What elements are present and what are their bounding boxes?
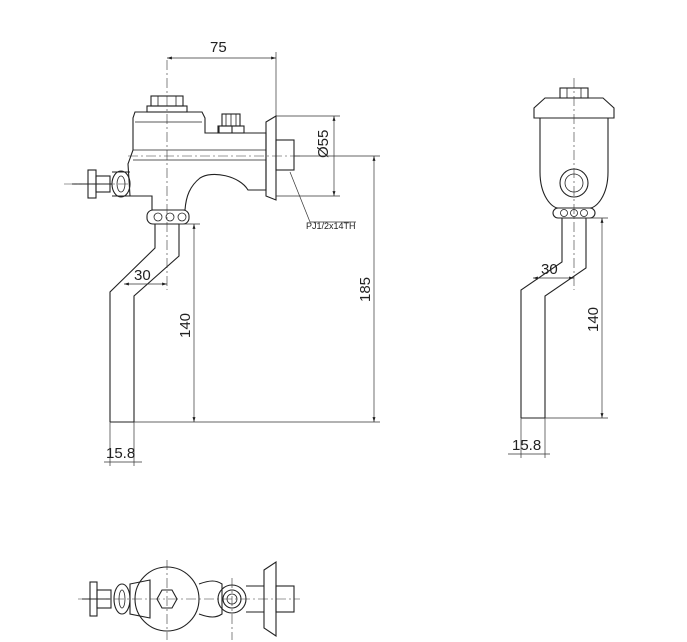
dim-front-width: 75 (167, 39, 277, 116)
front-ring-nut (146, 209, 190, 225)
side-offset-label: 30 (541, 261, 558, 278)
front-view: 75 Ø55 PJ1/2x14TH 185 30 (64, 39, 380, 466)
side-view: 30 140 15.8 (508, 78, 615, 458)
front-offset-label: 30 (134, 267, 151, 284)
front-flange (265, 115, 295, 201)
side-cap (533, 97, 615, 119)
dim-front-offset: 30 (124, 267, 167, 286)
side-pipe-length-label: 140 (585, 307, 602, 332)
front-small-cap (217, 113, 245, 134)
dim-front-pipe-length: 140 (177, 223, 200, 422)
top-body-outline (129, 579, 151, 619)
dim-total-height: 185 (134, 155, 380, 423)
top-view (78, 560, 300, 640)
front-bent-pipe (109, 224, 180, 423)
flange-diameter-label: Ø55 (315, 130, 332, 158)
front-pipe-length-label: 140 (177, 313, 194, 338)
total-height-label: 185 (357, 277, 374, 302)
dim-side-pipe-length: 140 (545, 217, 608, 419)
thread-spec-label: PJ1/2x14TH (306, 221, 356, 231)
thread-callout: PJ1/2x14TH (289, 171, 356, 231)
dim-side-offset: 30 (533, 261, 574, 280)
side-pipe-diameter-label: 15.8 (512, 437, 541, 454)
dim-side-pipe-diameter: 15.8 (508, 418, 550, 458)
front-valve-body (127, 111, 267, 211)
front-width-label: 75 (210, 39, 227, 56)
front-pipe-diameter-label: 15.8 (106, 445, 135, 462)
side-bent-pipe (520, 218, 587, 419)
dim-front-pipe-diameter: 15.8 (104, 422, 142, 466)
